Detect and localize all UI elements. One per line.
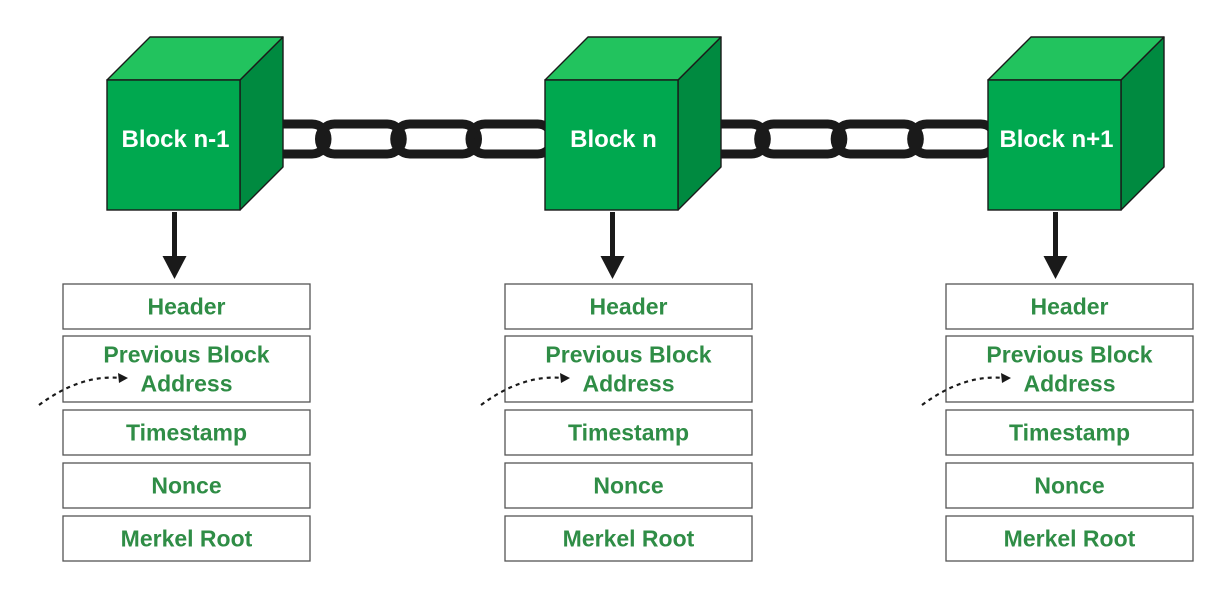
field-label-merkel-root: Merkel Root [563,526,695,552]
block-label: Block n+1 [999,126,1113,153]
chain-link [830,119,924,159]
field-box-timestamp [945,409,1194,456]
previous-hash-pointer [38,376,122,406]
field-label-timestamp: Timestamp [568,420,689,446]
cube-front-face [106,79,241,211]
field-label-nonce: Nonce [593,473,663,499]
block-cube-block-n-1: Block n+1 [987,36,1165,211]
field-label-merkel-root: Merkel Root [1004,526,1136,552]
down-arrow-head [1043,256,1068,279]
field-box-merkel-root [945,515,1194,562]
previous-hash-pointer [921,376,1005,406]
field-box-nonce [504,462,753,509]
field-box-previous-block-address [62,335,311,403]
chain-link [314,119,407,159]
field-label-header: Header [1031,294,1109,320]
blocks-layer: Block n-1 Block n Block n+1 [106,36,1165,211]
block-label: Block n-1 [121,126,229,153]
field-box-timestamp [504,409,753,456]
block-cube-block-n: Block n [544,36,722,211]
field-box-header [504,283,753,330]
down-arrow-head [162,256,187,279]
block-cube-block-n-1: Block n-1 [106,36,284,211]
field-label-timestamp: Timestamp [126,420,247,446]
field-box-timestamp [62,409,311,456]
previous-hash-pointer [480,376,564,406]
previous-hash-pointer-head [118,373,128,383]
field-label-nonce: Nonce [1034,473,1104,499]
field-label-header: Header [590,294,668,320]
field-box-merkel-root [62,515,311,562]
field-box-header [945,283,1194,330]
chain-link [754,119,848,159]
previous-hash-pointer-head [560,373,570,383]
chain-link [907,119,1001,159]
down-arrow-head [600,256,625,279]
field-label-merkel-root: Merkel Root [121,526,253,552]
arrows-layer [162,212,1068,279]
cube-front-face [544,79,679,211]
previous-hash-pointer-head [1001,373,1011,383]
field-label-timestamp: Timestamp [1009,420,1130,446]
field-box-previous-block-address [504,335,753,403]
chain-link [390,119,483,159]
block-label: Block n [570,126,657,153]
cube-front-face [987,79,1122,211]
field-box-header [62,283,311,330]
field-box-merkel-root [504,515,753,562]
field-label-nonce: Nonce [151,473,221,499]
field-box-nonce [62,462,311,509]
field-label-header: Header [148,294,226,320]
field-box-nonce [945,462,1194,509]
chain-link [465,119,558,159]
field-box-previous-block-address [945,335,1194,403]
